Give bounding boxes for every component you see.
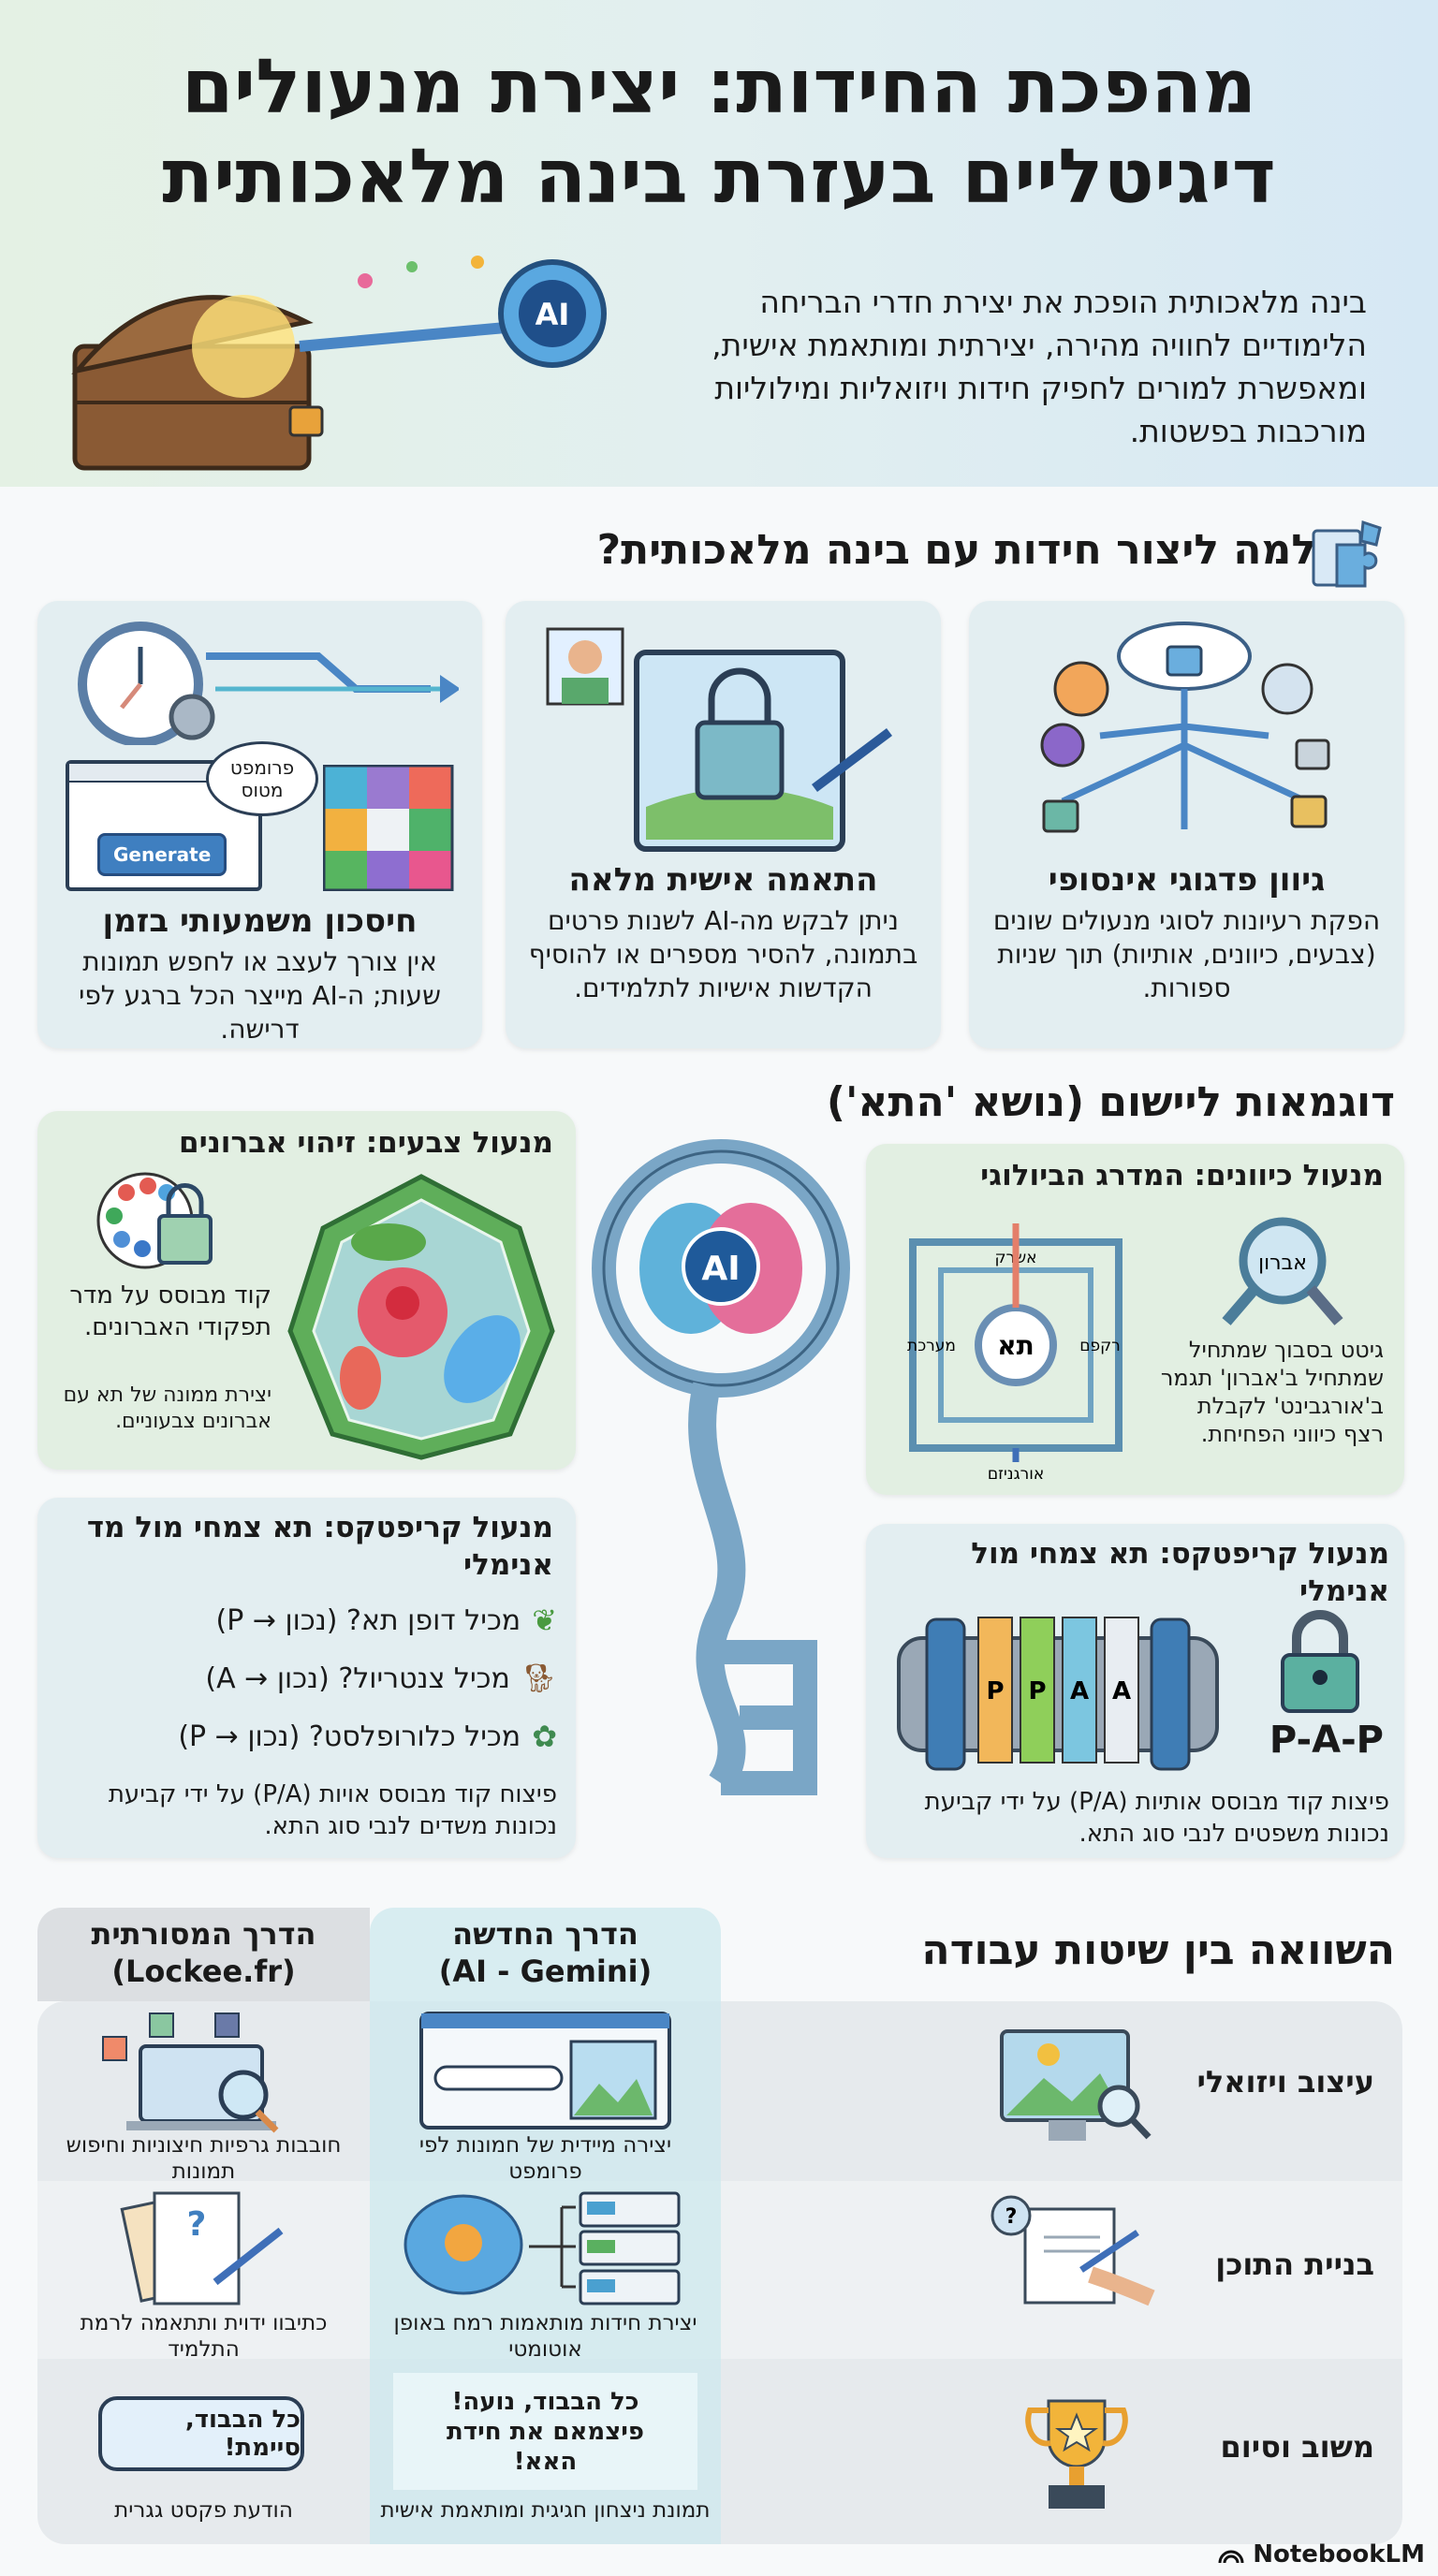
new-way-caption: יצירה מיידית של חמונות לפי פרומפט xyxy=(418,2133,672,2184)
notebooklm-logo: NotebookLM xyxy=(1217,2540,1425,2569)
ai-key-illustration: AI xyxy=(592,1139,850,1795)
maze-center-label: תא xyxy=(997,1330,1034,1361)
fast-clock-icon xyxy=(78,622,459,745)
treasure-chest-key-illustration: AI xyxy=(71,256,607,471)
row-label: בניית התוכן xyxy=(1215,2247,1374,2282)
prompt-bubble: פרומפט מטוס xyxy=(206,741,318,816)
leaf-icon: ❦ xyxy=(532,1603,557,1638)
new-way-caption: תמונת ניצחון חגיגית ומותאמת אישית xyxy=(380,2498,711,2523)
handwriting-question-icon: ? xyxy=(120,2191,284,2305)
example-text: פיצוח קוד מבוסס אויות (P/A) על ידי קביעת… xyxy=(108,1780,557,1840)
lock-icon xyxy=(1042,799,1079,833)
cryptex-ring-letter: A xyxy=(1112,1677,1131,1705)
card-text: אין צורך לעצב או לחפש תמונות שעות; ה-AI … xyxy=(79,946,441,1045)
svg-text:?: ? xyxy=(187,2205,207,2244)
cryptex-ring-letter: P xyxy=(1028,1677,1046,1705)
question-item: ❦מכיל דופן תא? (נכון → P) xyxy=(215,1603,557,1638)
new-way-caption: יצירת חידות מותאמות רמח באופן אוטומטי xyxy=(393,2311,697,2362)
old-way-caption: חובבות גרפיות חיצוניות וחיפוש תמונות xyxy=(66,2133,342,2184)
prompt-image-window-icon xyxy=(419,2012,671,2130)
title-line-1: מהפכת החידות: יצירת מנעולים xyxy=(181,43,1257,130)
title-line-2: דיגיטליים בעזרת בינה מלאכותית xyxy=(162,133,1276,220)
cryptex-code: P-A-P xyxy=(1269,1719,1384,1762)
example-title: מנעול קריפטקס: תא צמחי מול אנימלי xyxy=(971,1537,1389,1608)
old-way-header-bg xyxy=(37,1908,370,2001)
row-label: עיצוב ויזואלי xyxy=(1196,2064,1374,2100)
magnifier-label: אברון xyxy=(1258,1251,1307,1275)
row-label: משוב וסיום xyxy=(1220,2429,1374,2465)
lock-icon xyxy=(695,720,785,800)
example-text: גיטט בסבוך שמתחיל שמתחיל ב'אברון' תגמר ב… xyxy=(1160,1337,1384,1447)
cryptex-ring-letter: P xyxy=(986,1677,1004,1705)
monitor-magnifier-icon xyxy=(1000,2029,1152,2141)
plant-icon: ✿ xyxy=(532,1719,557,1754)
example-title: מנעול צבעים: זיהוי אברונים xyxy=(179,1126,553,1160)
question-item: ✿מכיל כלורופלסט? (נכון → P) xyxy=(178,1719,557,1754)
compare-heading: השוואה בין שיטות עבודה xyxy=(921,1926,1395,1974)
cryptex-ring-letter: A xyxy=(1070,1677,1089,1705)
plant-cell-illustration xyxy=(287,1174,555,1460)
intro-text: בינה מלאכותית הופכת את יצירת חדרי הבריחה… xyxy=(712,284,1367,449)
puzzle-grid-icon xyxy=(323,765,454,891)
example-text: פיצות קוד מבוסס אותיות (P/A) על ידי קביע… xyxy=(924,1788,1389,1848)
card-title: גיוון פדגוגי אינסופי xyxy=(1048,861,1326,899)
example-text: יצירת ממונה של תא עם אברונים צבעוניים. xyxy=(63,1383,271,1433)
tablet-lock-drawing-icon xyxy=(546,627,892,852)
why-card-variety: גיוון פדגוגי אינסופי הפקת רעיונות לסוגי … xyxy=(969,601,1404,1048)
ai-badge: AI xyxy=(536,297,570,332)
ai-badge: AI xyxy=(701,1250,740,1288)
example-cryptex-code: מנעול קריפטקס: תא צמחי מול אנימלי P P A … xyxy=(866,1524,1404,1858)
maze-label-left: מערכת xyxy=(907,1337,956,1355)
page-title: מהפכת החידות: יצירת מנעולים דיגיטליים בע… xyxy=(17,42,1421,222)
lock-icon xyxy=(1290,795,1328,828)
maze-label-bottom: אורגניזם xyxy=(988,1465,1044,1484)
generate-button: Generate xyxy=(97,833,227,876)
why-card-personalization: התאמה אישית מלאה ניתן לבקש מה-AI לשנות פ… xyxy=(506,601,941,1048)
color-dial-lock-icon xyxy=(96,1172,213,1269)
why-card-time: Generate פרומפט מטוס חיסכון משמעותי בזמן… xyxy=(37,601,482,1048)
dog-icon: 🐕︎ xyxy=(521,1661,557,1695)
trophy-icon xyxy=(1025,2399,1128,2509)
card-title: התאמה אישית מלאה xyxy=(568,861,878,899)
laptop-search-icon xyxy=(102,2012,279,2133)
document-writing-icon: ? xyxy=(990,2195,1155,2306)
old-way-header: הדרך המסורתית(Lockee.fr) xyxy=(91,1916,316,1989)
examples-heading: דוגמאות ליישום (נושא 'התא') xyxy=(826,1078,1395,1126)
new-way-header: הדרך החדשה(AI - Gemini) xyxy=(438,1916,653,1989)
question-list: ❦מכיל דופן תא? (נכון → P) 🐕︎מכיל צנטריול… xyxy=(47,1591,557,1765)
card-title: חיסכון משמעותי בזמן xyxy=(102,902,418,940)
example-title: מנעול כיוונים: המדרג הביולוגי xyxy=(980,1159,1384,1193)
old-way-caption: הודעת פקסט גגרית xyxy=(114,2498,293,2523)
why-heading: למה ליצור חידות עם בינה מלאכותית? xyxy=(596,526,1316,574)
lock-icon xyxy=(1281,1610,1359,1713)
example-cryptex-questions: מנעול קריפטקס: תא צמחי מול מד אנימלי ❦מכ… xyxy=(37,1498,576,1858)
card-text: ניתן לבקש מה-AI לשנות פרטים בתמונה, להסי… xyxy=(528,905,918,1003)
maze-label-right: רקפם xyxy=(1079,1337,1121,1355)
lock-icon xyxy=(1295,739,1330,770)
cryptex-icon: P P A A xyxy=(897,1617,1219,1771)
example-text: קוד מבוסס על מדר תפקודי האברונים. xyxy=(69,1281,271,1341)
notebooklm-icon xyxy=(1218,2550,1244,2564)
branching-locks-icon xyxy=(1040,622,1330,833)
card-text: הפקת רעיונות לסוגי מנעולים שונים (צבעים,… xyxy=(992,905,1381,1003)
brain-puzzles-icon xyxy=(404,2191,681,2305)
example-title: מנעול קריפטקס: תא צמחי מול מד אנימלי xyxy=(86,1511,553,1582)
question-item: 🐕︎מכיל צנטריול? (נכון → A) xyxy=(205,1661,557,1695)
old-way-caption: כתיבוו ידוית ותתאמה לרמת התלמיד xyxy=(80,2311,328,2362)
svg-text:?: ? xyxy=(1005,2205,1018,2229)
generic-text-bubble: כל הבבוד, סיימת! xyxy=(98,2396,304,2471)
magnifier-icon: אברון xyxy=(1208,1209,1357,1335)
puzzle-icon xyxy=(1312,520,1382,588)
example-direction-lock: מנעול כיוונים: המדרג הביולוגי תא אשרק מע… xyxy=(866,1144,1404,1495)
maze-icon: תא אשרק מערכת רקפם אורגניזם xyxy=(907,1223,1123,1484)
lock-icon xyxy=(288,405,324,437)
victory-banner: כל הבבוד, נועה! פיצמאם את חידת האא! xyxy=(393,2373,697,2490)
example-color-lock: מנעול צבעים: זיהוי אברונים קוד מבוסס על … xyxy=(37,1111,576,1470)
